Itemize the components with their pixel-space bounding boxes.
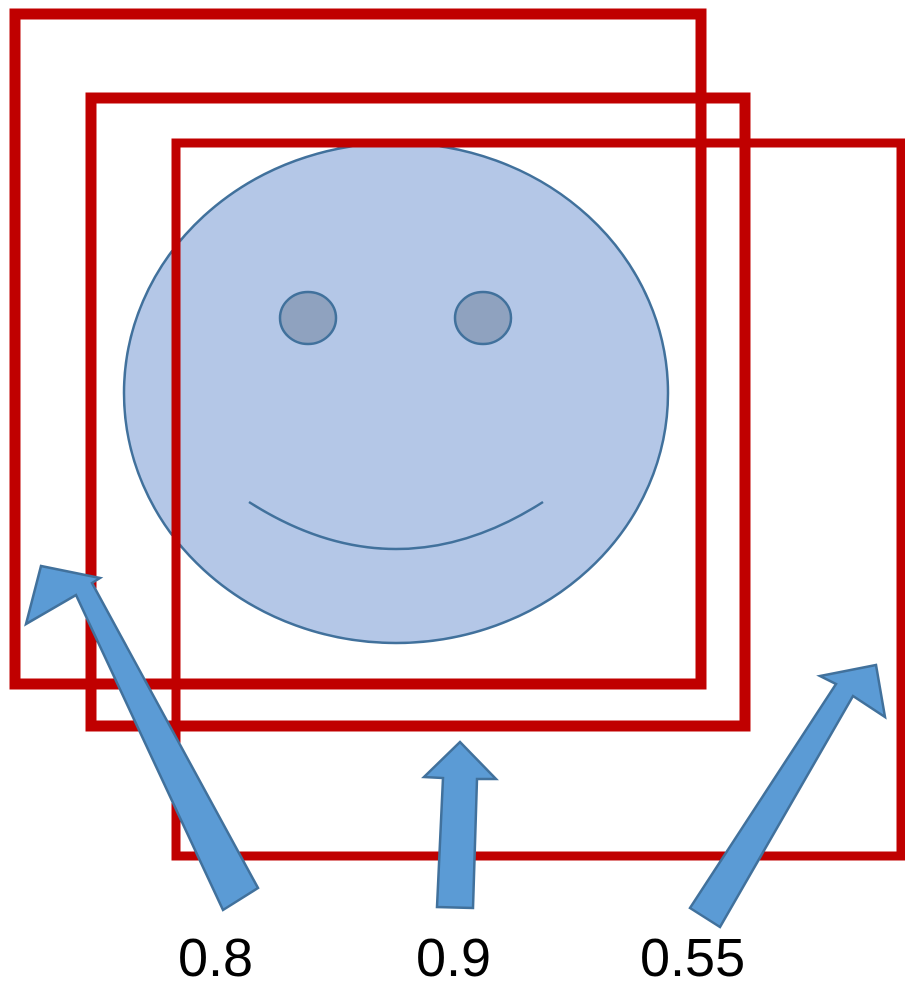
face-circle: [124, 143, 668, 643]
smiley-face-icon: [124, 143, 668, 643]
arrow-up-right-icon: [690, 665, 885, 927]
arrow-up-left-icon: [26, 566, 258, 910]
left-eye: [280, 292, 336, 344]
right-eye: [455, 292, 511, 344]
score-label-0-8: 0.8: [178, 928, 253, 988]
score-label-0-55: 0.55: [640, 928, 745, 988]
arrow-up-icon: [424, 742, 496, 908]
score-label-0-9: 0.9: [416, 928, 491, 988]
